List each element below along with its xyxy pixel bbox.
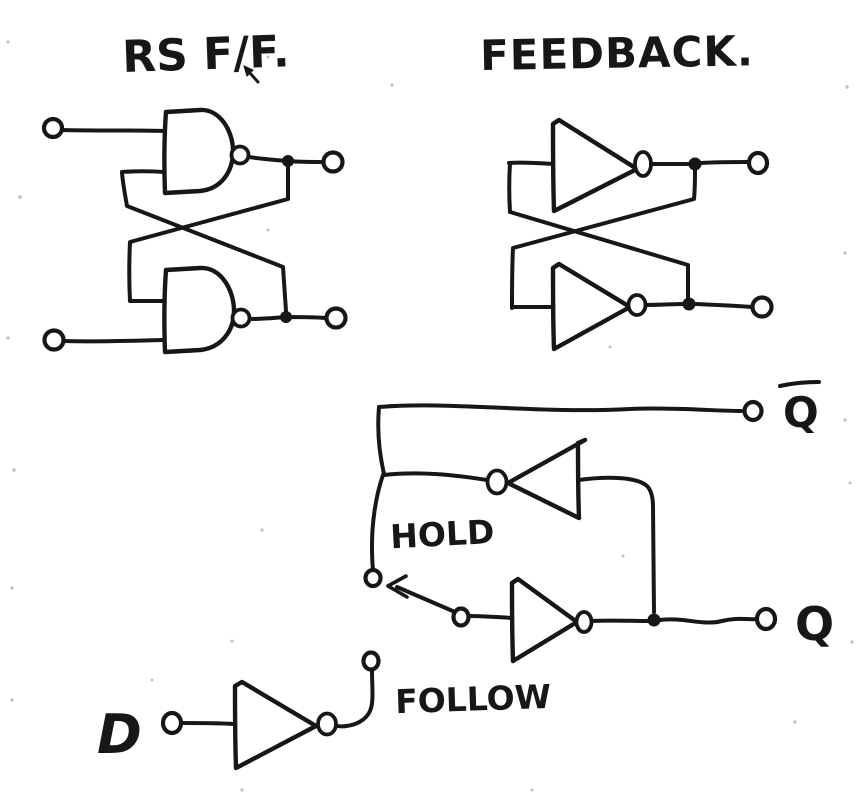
- reset-input-wire: [62, 338, 166, 344]
- stray-arrow-mark: [243, 65, 260, 84]
- d-input-buffer: [232, 679, 319, 771]
- rs-flipflop-circuit: [41, 107, 348, 355]
- feedback-bottom-output-terminal: [750, 295, 774, 319]
- junction-dot: [682, 297, 696, 311]
- qbar-output-terminal-rs: [324, 306, 348, 330]
- feedback-top-output-terminal: [746, 150, 770, 176]
- hold-contact-drop-wire: [370, 473, 385, 571]
- set-input-terminal: [41, 116, 65, 140]
- qbar-branch-vertical: [376, 405, 386, 476]
- inverter-bottom-output-wire: [644, 302, 685, 307]
- cross-feedback-top-to-bottom: [127, 164, 290, 303]
- hold-label: HOLD: [389, 512, 495, 556]
- inverter-top-left-vertical: [507, 161, 512, 214]
- inverter-top: [550, 117, 640, 214]
- d-input-wire: [180, 721, 236, 726]
- nand-gate-top: [162, 107, 236, 196]
- rs-flipflop-figure: RS F/F.: [41, 26, 348, 355]
- hold-inverter-input-wire: [577, 475, 656, 614]
- inverter-bottom-bubble: [626, 293, 648, 317]
- qbar-overline: [778, 380, 821, 388]
- cross-feedback-bottom-to-top: [120, 171, 288, 313]
- follow-contact-wire: [335, 668, 375, 729]
- rs-ff-title: RS F/F.: [121, 26, 290, 83]
- feedback-title: FEEDBACK.: [480, 26, 755, 80]
- top-terminal-wire: [699, 160, 750, 165]
- nand-gate-bottom: [162, 265, 237, 355]
- paper-specks: [6, 40, 854, 792]
- switch-pivot-terminal: [451, 606, 471, 628]
- nand-bottom-output-bubble: [230, 307, 252, 329]
- nand-top-input2-wire: [120, 169, 166, 174]
- set-input-wire: [60, 128, 166, 133]
- q-output-wire: [658, 616, 759, 625]
- qbar-label: Q: [783, 388, 819, 437]
- switch-wiper-arm: [395, 585, 457, 614]
- forward-inverter-bubble: [574, 610, 594, 634]
- cross-wire-right-to-left: [510, 168, 697, 310]
- junction-dot: [280, 311, 292, 323]
- d-buffer-output-bubble: [316, 711, 338, 737]
- follow-contact-terminal: [361, 650, 381, 672]
- feedback-figure: FEEDBACK.: [480, 26, 774, 352]
- q-label: Q: [795, 597, 834, 651]
- forward-inverter: [509, 576, 580, 664]
- d-input-terminal: [160, 710, 184, 736]
- hold-inverter-bubble: [485, 468, 509, 496]
- bottom-terminal-wire: [694, 302, 754, 309]
- inverter-top-bubble: [633, 150, 653, 178]
- qbar-wire: [377, 403, 743, 413]
- qbar-terminal: [742, 399, 764, 423]
- d-input-label: D: [97, 703, 142, 766]
- nand-top-output-bubble: [229, 144, 251, 166]
- switch-wiper-arrowhead: [386, 574, 409, 599]
- hold-contact-terminal: [363, 567, 383, 589]
- q-output-terminal-rs: [321, 150, 345, 174]
- q-terminal: [754, 606, 778, 632]
- reset-input-terminal: [42, 328, 66, 352]
- pivot-to-inverter-wire: [467, 614, 514, 620]
- inverter-bottom: [550, 261, 633, 352]
- hold-inverter-left-pointing: [505, 437, 588, 521]
- hold-inverter-output-wire: [382, 471, 489, 482]
- inverter-top-input-wire: [507, 160, 555, 166]
- d-latch-figure: Q HOLD Q FOLLOW D: [97, 380, 834, 771]
- feedback-circuit: [507, 117, 774, 352]
- follow-label: FOLLOW: [395, 677, 552, 721]
